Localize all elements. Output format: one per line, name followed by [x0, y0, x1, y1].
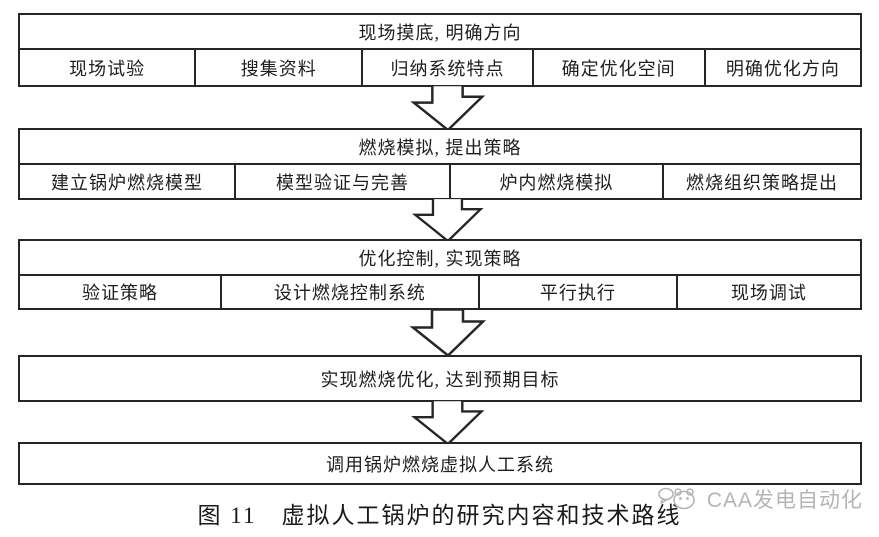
stage-cell: 搜集资料 — [194, 50, 361, 85]
down-arrow-icon — [409, 308, 487, 357]
watermark-text: CAA发电自动化 — [706, 489, 863, 512]
stage-box-optimization-goal: 实现燃烧优化, 达到预期目标 — [18, 355, 862, 402]
stage-header: 优化控制, 实现策略 — [20, 241, 860, 276]
stage-cell: 确定优化空间 — [531, 50, 704, 85]
stage-header: 调用锅炉燃烧虚拟人工系统 — [326, 454, 554, 475]
stage-cell: 现场试验 — [69, 58, 146, 79]
stage-header: 燃烧模拟, 提出策略 — [20, 130, 860, 165]
stage-cells-row: 验证策略 设计燃烧控制系统 平行执行 现场调试 — [20, 276, 860, 308]
panda-face-icon — [658, 487, 695, 510]
stage-box-survey: 现场摸底, 明确方向 现场试验 搜集资料 归纳系统特点 确定优化空间 明确优化方… — [18, 13, 862, 87]
down-arrow-icon — [410, 85, 486, 130]
stage-cell: 模型验证与完善 — [233, 165, 449, 198]
stage-cell: 建立锅炉燃烧模型 — [50, 172, 203, 193]
figure-caption: 图 11 虚拟人工锅炉的研究内容和技术路线 — [197, 503, 682, 528]
down-arrow-icon — [411, 400, 485, 444]
stage-cell: 明确优化方向 — [703, 50, 860, 85]
down-arrow-icon — [411, 198, 484, 241]
stage-cell: 设计燃烧控制系统 — [220, 276, 478, 308]
stage-cells-row: 建立锅炉燃烧模型 模型验证与完善 炉内燃烧模拟 燃烧组织策略提出 — [20, 165, 860, 198]
stage-cell: 验证策略 — [82, 283, 159, 303]
stage-cell: 现场调试 — [675, 276, 860, 308]
stage-header: 实现燃烧优化, 达到预期目标 — [320, 369, 560, 390]
stage-box-control: 优化控制, 实现策略 验证策略 设计燃烧控制系统 平行执行 现场调试 — [18, 239, 862, 310]
stage-cell: 炉内燃烧模拟 — [448, 165, 662, 198]
watermark: CAA发电自动化 — [657, 484, 863, 514]
stage-cell: 平行执行 — [477, 276, 676, 308]
stage-box-simulation: 燃烧模拟, 提出策略 建立锅炉燃烧模型 模型验证与完善 炉内燃烧模拟 燃烧组织策… — [18, 128, 862, 200]
stage-cells-row: 现场试验 搜集资料 归纳系统特点 确定优化空间 明确优化方向 — [20, 50, 860, 85]
stage-box-virtual-system: 调用锅炉燃烧虚拟人工系统 — [18, 442, 862, 485]
stage-header: 现场摸底, 明确方向 — [20, 15, 860, 50]
stage-cell: 归纳系统特点 — [361, 50, 531, 85]
stage-cell: 燃烧组织策略提出 — [661, 165, 860, 198]
